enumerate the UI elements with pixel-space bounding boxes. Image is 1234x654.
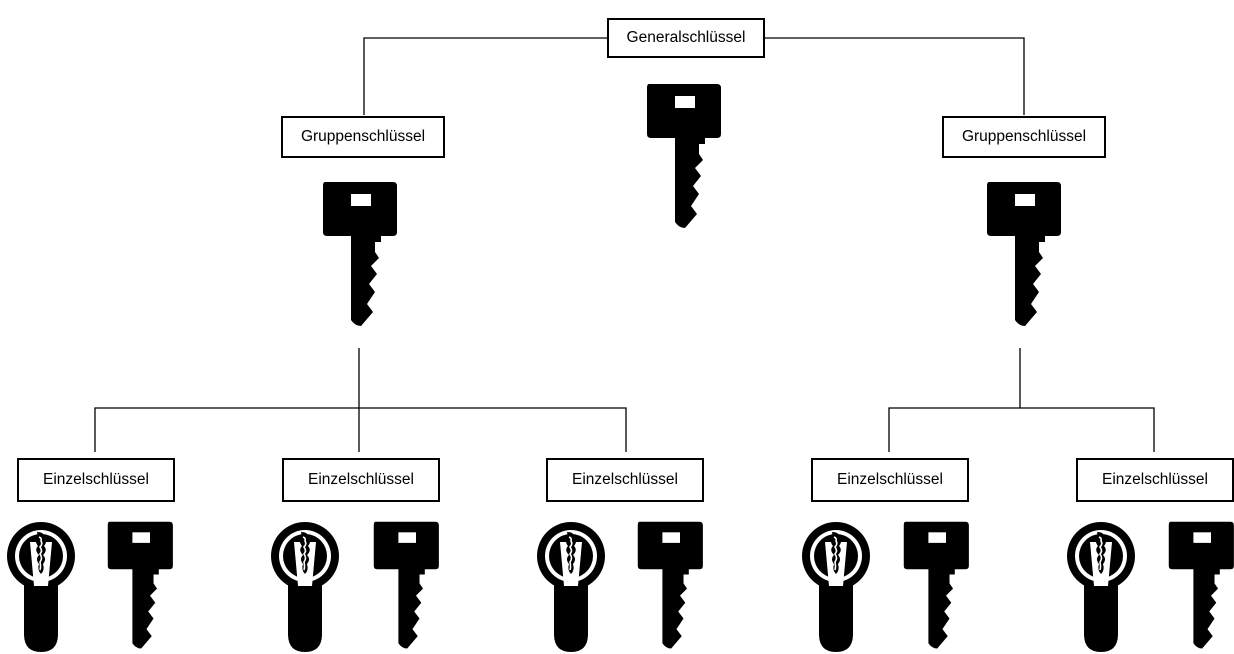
connector-lines [94, 37, 1155, 452]
connector-right-bus [888, 407, 1155, 452]
key-icon [323, 182, 397, 326]
key-icon [647, 84, 721, 228]
leaf-node-label: Einzelschlüssel [282, 458, 440, 502]
leaf-node-label: Einzelschlüssel [811, 458, 969, 502]
key-icon [373, 521, 439, 649]
key-icon [637, 521, 703, 649]
leaf-node-label: Einzelschlüssel [1076, 458, 1234, 502]
key-icon [107, 521, 173, 649]
lock-cylinder-icon [536, 521, 606, 653]
key-icon [987, 182, 1061, 326]
leaf-node-label: Einzelschlüssel [17, 458, 175, 502]
root-node-label: Generalschlüssel [607, 18, 765, 58]
lock-cylinder-icon [270, 521, 340, 653]
lock-cylinder-icon [6, 521, 76, 653]
group-node-label-left: Gruppenschlüssel [281, 116, 445, 158]
connector-root-left [363, 37, 607, 115]
leaf-node-label: Einzelschlüssel [546, 458, 704, 502]
key-icon [903, 521, 969, 649]
key-icon [1168, 521, 1234, 649]
lock-cylinder-icon [801, 521, 871, 653]
group-node-label-right: Gruppenschlüssel [942, 116, 1106, 158]
lock-cylinder-icon [1066, 521, 1136, 653]
connector-left-bus [94, 407, 627, 452]
connector-root-right [765, 37, 1025, 115]
